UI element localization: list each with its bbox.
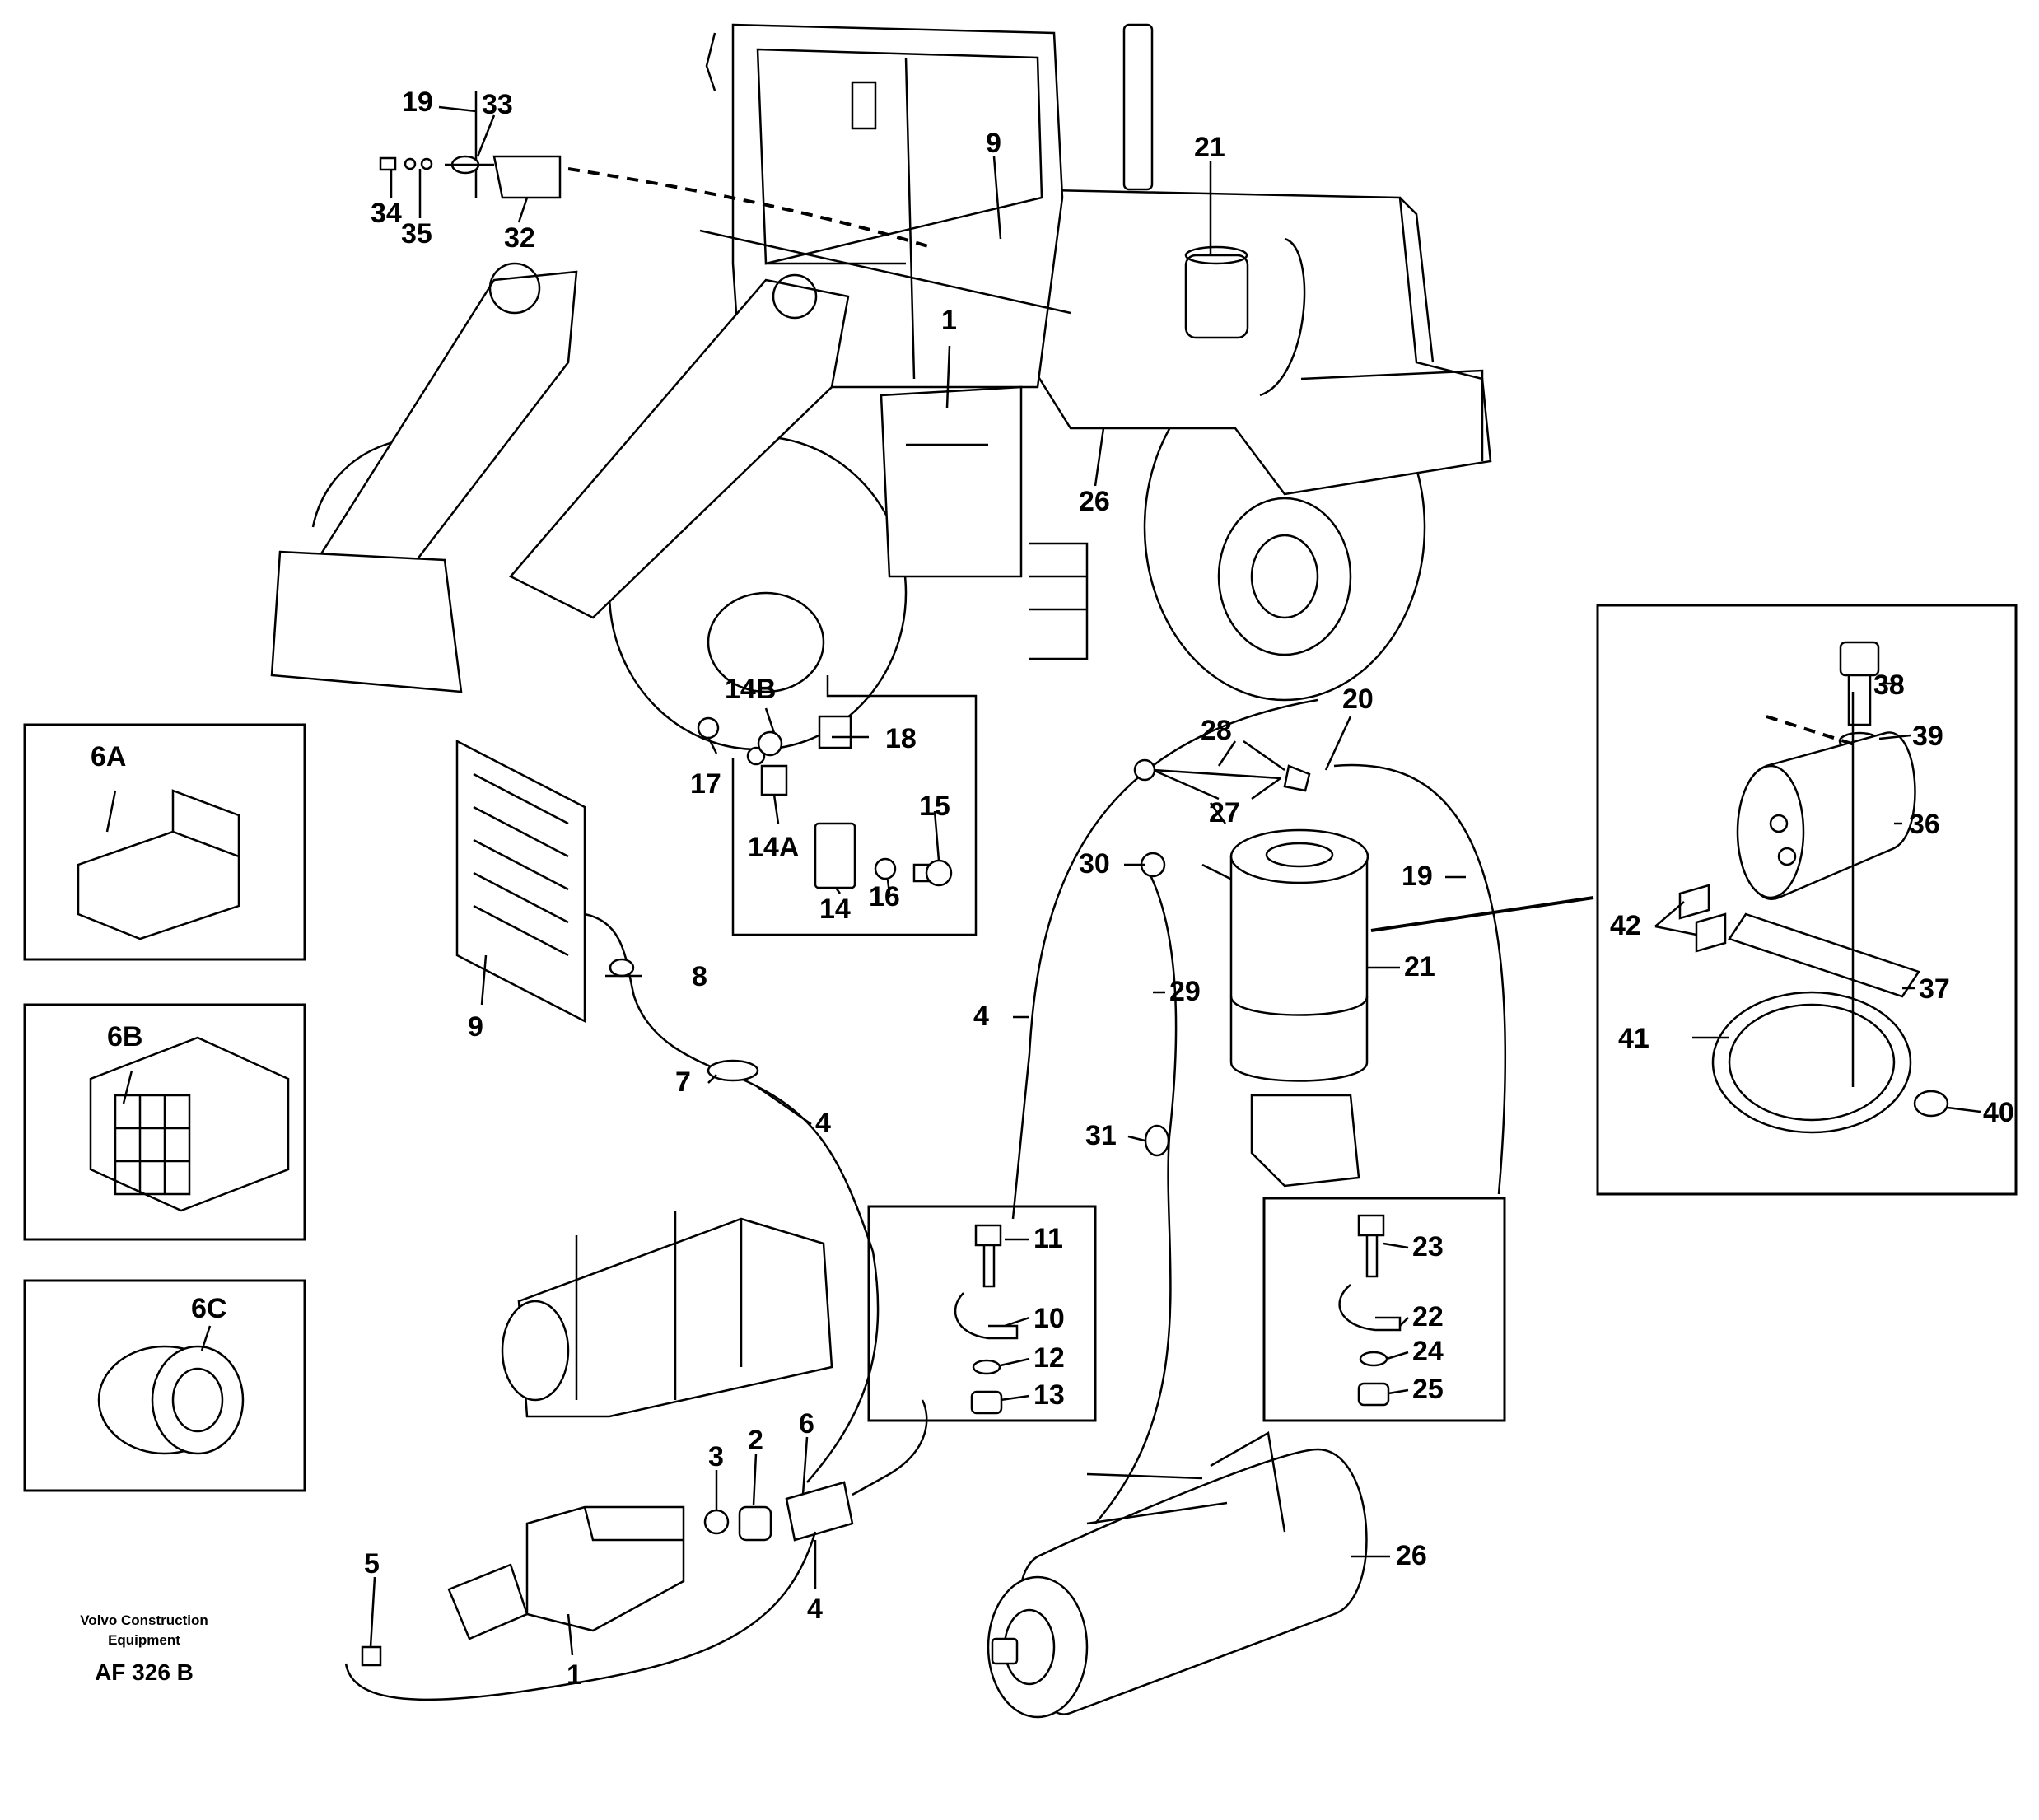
- callout-labels: 19 33 34 35 32 9 21 1 26 14B 18 17 15 14…: [91, 86, 2014, 1691]
- callout-1-bottom: 1: [567, 1659, 582, 1691]
- callout-6: 6: [799, 1408, 814, 1440]
- callout-26-bottom: 26: [1396, 1540, 1427, 1571]
- callout-22: 22: [1412, 1301, 1444, 1332]
- callout-21-top: 21: [1194, 132, 1225, 163]
- callout-4-bottom: 4: [807, 1594, 823, 1625]
- callout-28: 28: [1201, 715, 1232, 746]
- callout-32: 32: [504, 222, 535, 254]
- callout-26-top: 26: [1079, 486, 1110, 517]
- callout-31: 31: [1085, 1120, 1117, 1151]
- callout-1-top: 1: [941, 305, 957, 336]
- callout-18: 18: [885, 723, 917, 754]
- connector-inset-6c: [23, 1279, 306, 1492]
- wheel-loader-illustration: [270, 23, 1492, 751]
- callout-30: 30: [1079, 848, 1110, 880]
- callout-41: 41: [1618, 1023, 1649, 1054]
- callout-4-mid: 4: [973, 1001, 989, 1032]
- callout-20: 20: [1342, 684, 1374, 715]
- callout-37: 37: [1919, 973, 1950, 1005]
- callout-40: 40: [1983, 1097, 2014, 1128]
- callout-16: 16: [869, 881, 900, 912]
- starter-motor: [987, 1431, 1368, 1719]
- callout-39: 39: [1912, 721, 1943, 752]
- callout-25: 25: [1412, 1374, 1444, 1405]
- callout-36: 36: [1909, 809, 1940, 840]
- callout-2: 2: [748, 1425, 763, 1456]
- callout-19-top: 19: [402, 86, 433, 118]
- callout-8: 8: [692, 961, 707, 992]
- connector-inset-6a: [23, 723, 306, 961]
- publisher-line-1: Volvo Construction: [80, 1612, 208, 1628]
- callout-5: 5: [364, 1548, 380, 1580]
- callout-15: 15: [919, 791, 950, 822]
- clamp-inset-10-13: [867, 1205, 1097, 1422]
- callout-33: 33: [482, 89, 513, 120]
- callout-6c: 6C: [191, 1293, 226, 1324]
- callout-23: 23: [1412, 1231, 1444, 1262]
- callout-14b: 14B: [725, 674, 776, 705]
- callout-27: 27: [1209, 797, 1240, 828]
- publisher-line-2: Equipment: [108, 1632, 180, 1648]
- air-dryer-and-cables: [1011, 698, 1594, 1524]
- radio-panel-and-harness: [344, 739, 928, 1701]
- callout-11: 11: [1033, 1223, 1063, 1254]
- callout-38: 38: [1873, 670, 1905, 701]
- callout-9-panel: 9: [468, 1011, 483, 1043]
- mounting-parts-32-35: [379, 91, 931, 249]
- callout-35: 35: [401, 218, 432, 250]
- relay-inset-14-18: [697, 675, 978, 936]
- callout-10: 10: [1033, 1303, 1065, 1334]
- callout-21-mid: 21: [1404, 951, 1435, 982]
- callout-4-top: 4: [815, 1108, 831, 1139]
- callout-24: 24: [1412, 1336, 1444, 1367]
- clamp-inset-22-25: [1262, 1197, 1506, 1422]
- callout-34: 34: [371, 198, 402, 229]
- publisher-block: Volvo Construction Equipment AF 326 B: [80, 1612, 208, 1685]
- callout-14a: 14A: [748, 832, 799, 863]
- callout-17: 17: [690, 768, 721, 800]
- callout-29: 29: [1169, 976, 1201, 1007]
- callout-19-mid: 19: [1402, 861, 1433, 892]
- callout-14: 14: [819, 894, 851, 925]
- dryer-mount-inset-36-42: [1596, 604, 2018, 1196]
- callout-13: 13: [1033, 1379, 1065, 1411]
- callout-7: 7: [675, 1066, 691, 1098]
- connector-inset-6b: [23, 1003, 306, 1241]
- callout-6a: 6A: [91, 741, 126, 772]
- callout-3: 3: [708, 1441, 724, 1472]
- callout-6b: 6B: [107, 1021, 142, 1052]
- drawing-code: AF 326 B: [95, 1659, 194, 1685]
- callout-12: 12: [1033, 1342, 1065, 1374]
- callout-9-top: 9: [986, 128, 1001, 159]
- callout-42: 42: [1610, 910, 1641, 941]
- leader-lines: [105, 105, 1981, 1656]
